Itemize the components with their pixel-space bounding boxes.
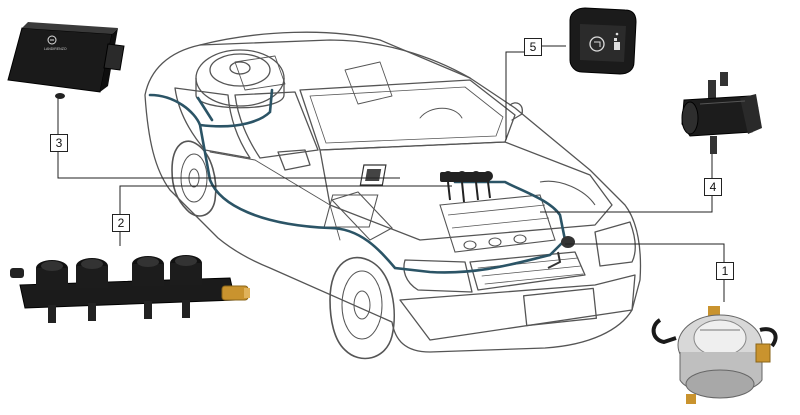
car-exhaust-muffler (330, 191, 393, 241)
callout-1: 1 (716, 262, 734, 280)
car-side-mirror-right (509, 102, 523, 121)
car-battery (323, 194, 379, 228)
ecu-unit: LANDIRENZO (7, 22, 125, 99)
car-side-mirror (277, 149, 311, 171)
car-windshield (299, 79, 516, 151)
car-body-outline (144, 39, 642, 353)
car-front-bumper (399, 274, 636, 341)
injector-3 (132, 256, 164, 319)
car-side-window-front (234, 91, 319, 159)
car-windshield-inner (309, 86, 504, 144)
engine-bay (323, 180, 596, 253)
switch-panel (569, 7, 637, 75)
car-license-plate (522, 287, 598, 327)
leader-2 (119, 185, 452, 214)
car-seat-front (344, 61, 393, 105)
leader-5 (505, 51, 524, 140)
ecu-installed (359, 164, 387, 186)
ecu-logo-text: LANDIRENZO (44, 47, 67, 51)
car-steering-wheel (419, 107, 463, 119)
brass-fitting (221, 285, 250, 301)
callout-2: 2 (112, 214, 130, 232)
callout-4: 4 (704, 178, 722, 196)
car-seat-rear (234, 55, 286, 91)
leader-4 (540, 196, 713, 213)
injector-rail (10, 255, 250, 323)
car-hood (319, 141, 613, 241)
leader-lines (57, 45, 725, 302)
leader-1 (565, 243, 725, 262)
injector-1 (36, 260, 68, 323)
switch-panel-button-icon (589, 36, 605, 52)
leader-3 (57, 150, 400, 179)
fuel-level-icon (614, 32, 620, 50)
car-headlight-right (594, 221, 636, 267)
car-illustration (144, 31, 642, 360)
car-grille (469, 251, 586, 291)
car-roof (199, 31, 471, 79)
injector-rail-installed (440, 171, 493, 203)
pressure-reducer-installed (547, 236, 575, 269)
gas-filter (681, 72, 762, 154)
car-engine-block (439, 194, 556, 253)
callout-5: 5 (524, 38, 542, 56)
pressure-reducer (651, 306, 778, 404)
injector-4 (170, 255, 202, 318)
callout-3: 3 (50, 134, 68, 152)
ecu-logo-icon (47, 35, 57, 45)
car-side-window-rear (174, 87, 251, 159)
injector-2 (76, 258, 108, 321)
car-headlight-left (403, 259, 473, 293)
car-wheel-front (329, 256, 395, 360)
gas-pipe-line (148, 88, 567, 274)
